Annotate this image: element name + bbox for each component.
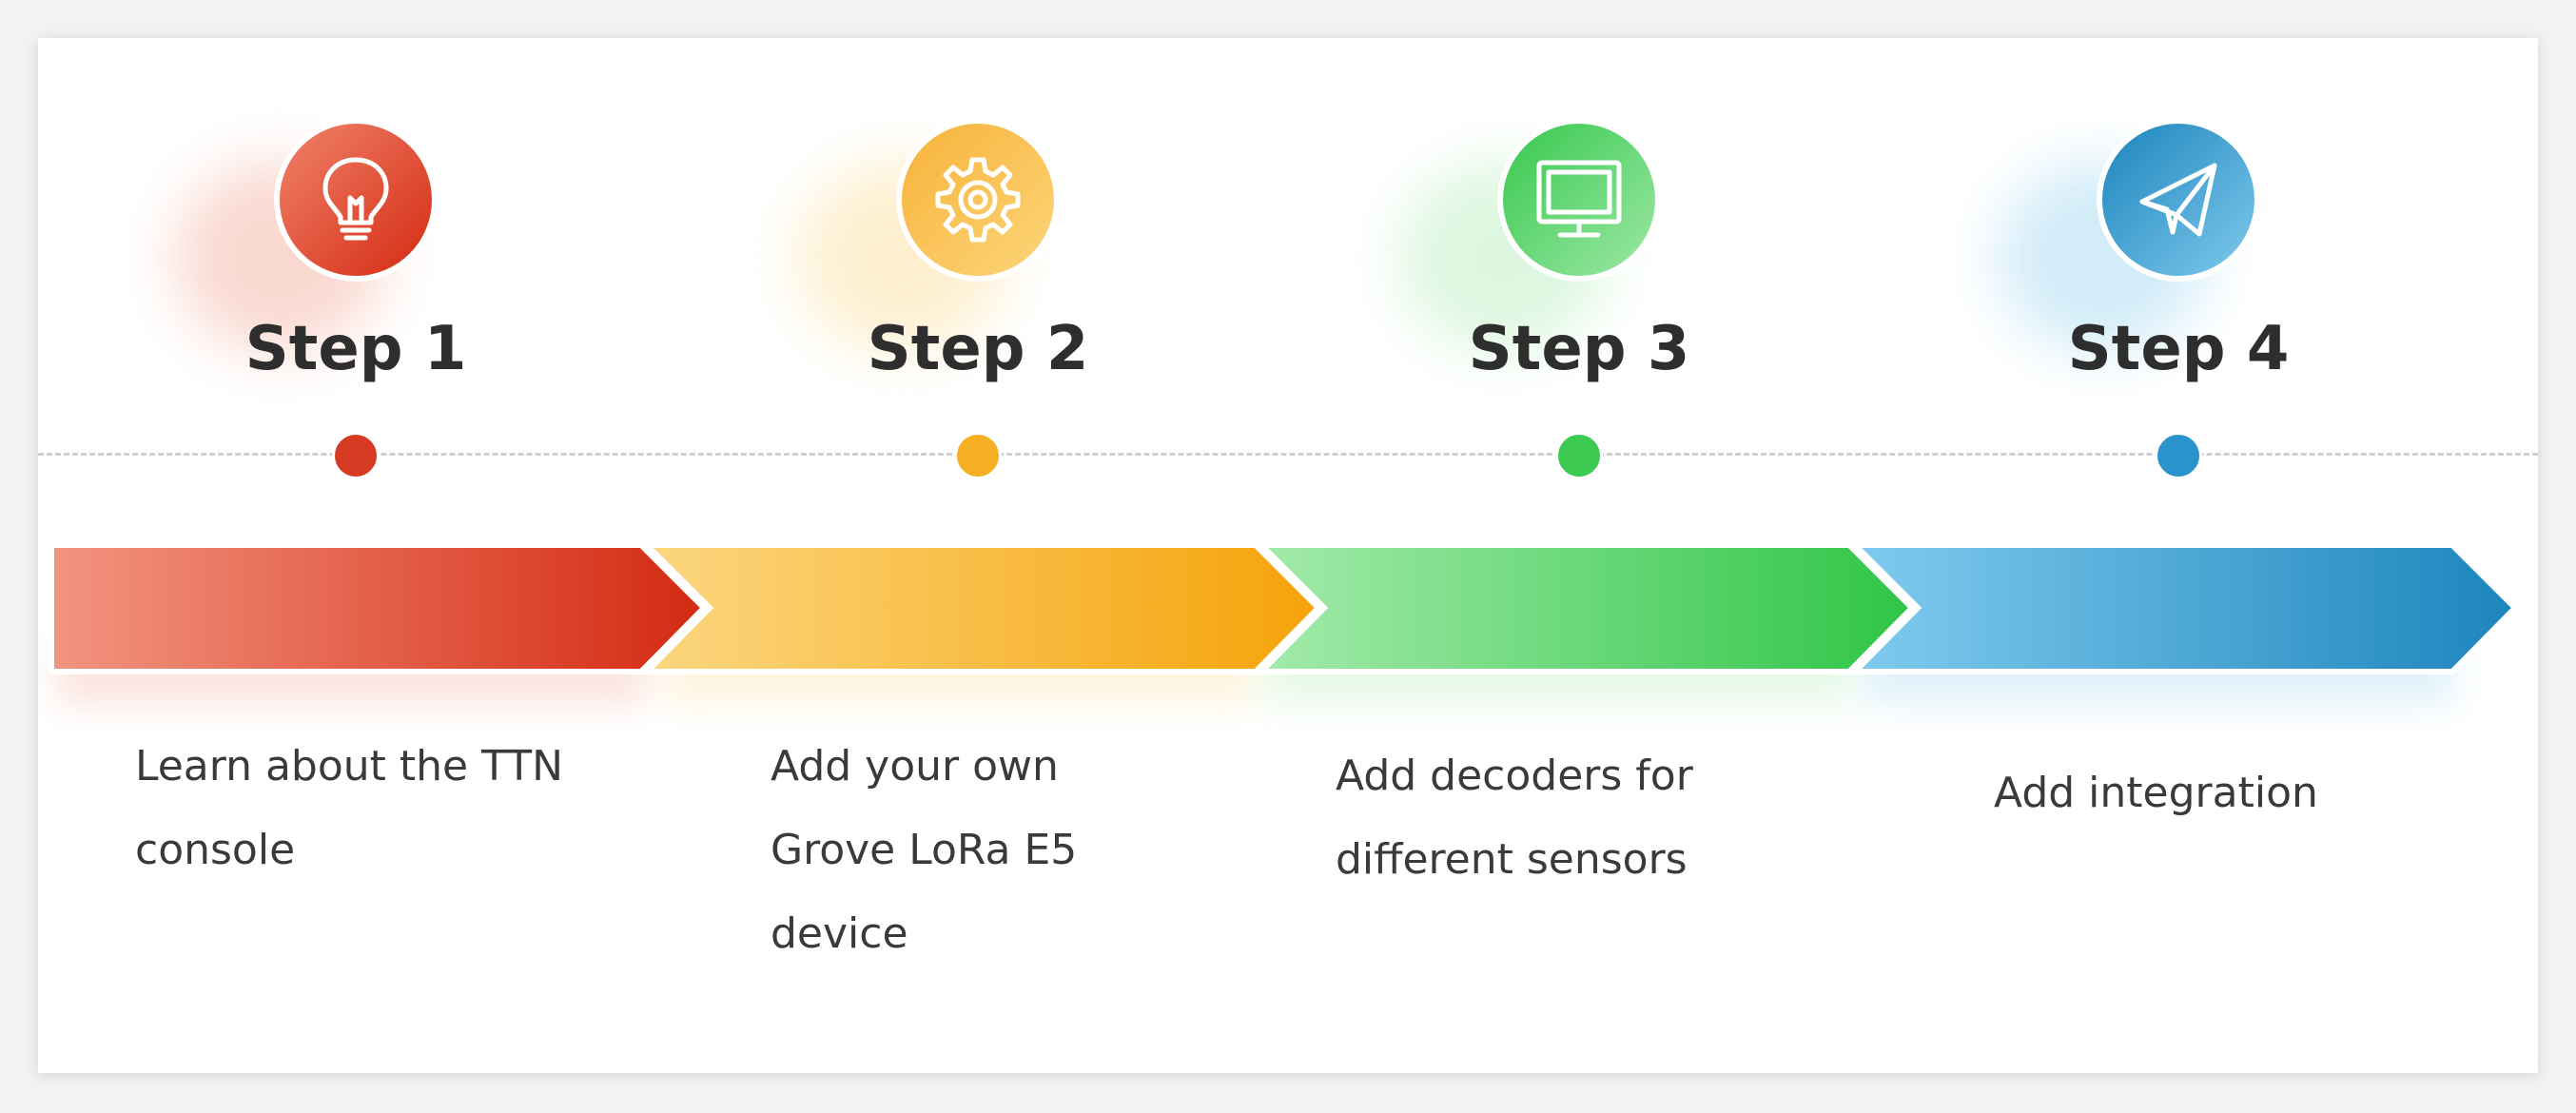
step-1-dot — [332, 432, 380, 479]
step-3-description: Add decoders for different sensors — [1336, 752, 1693, 884]
step-2-dot — [954, 432, 1002, 479]
gear-icon — [902, 124, 1054, 276]
steps-card: Step 1 Learn about the TTN console Step … — [38, 38, 2538, 1073]
step-4-dot — [2155, 432, 2202, 479]
step-2: Step 2 Add your own Grove LoRa E5 device — [740, 38, 1216, 1073]
timeline-dashed-line — [38, 453, 2538, 456]
paper-plane-icon — [2102, 124, 2254, 276]
progress-arrow — [49, 542, 2520, 704]
step-4: Step 4 Add integration — [1941, 38, 2416, 1073]
arrow-segment-2 — [639, 542, 1323, 674]
lightbulb-icon — [280, 124, 432, 276]
step-3-title: Step 3 — [1468, 314, 1690, 384]
arrow-segment-4 — [1847, 542, 2520, 674]
step-1-description: Learn about the TTN console — [135, 742, 563, 874]
arrow-segment-3 — [1254, 542, 1917, 674]
step-3: Step 3 Add decoders for different sensor… — [1336, 38, 1817, 1073]
step-1: Step 1 Learn about the TTN console — [118, 38, 594, 1073]
step-2-title: Step 2 — [867, 314, 1089, 384]
monitor-icon — [1503, 124, 1655, 276]
arrow-segment-1 — [49, 542, 709, 674]
step-4-title: Step 4 — [2067, 314, 2290, 384]
step-3-dot — [1555, 432, 1603, 479]
step-2-description: Add your own Grove LoRa E5 device — [771, 742, 1078, 958]
step-4-description: Add integration — [1994, 769, 2318, 817]
step-1-title: Step 1 — [244, 314, 467, 384]
